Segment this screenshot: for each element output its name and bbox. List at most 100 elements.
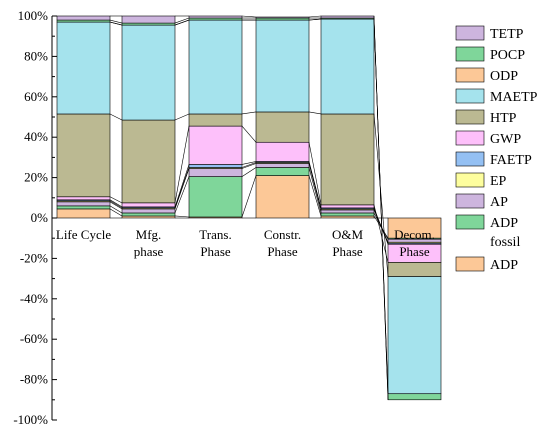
connector-line [109,205,123,214]
bar-segment-maetp-5 [387,276,442,395]
legend-label: AP [490,195,508,210]
connector-line [174,176,190,214]
connector-line [241,125,257,143]
y-tick-label: 100% [18,8,49,23]
category-label-line2: Phase [399,244,430,259]
connector-line [109,19,123,24]
legend-swatch [455,67,485,83]
legend-label: TETP [490,27,524,42]
legend-swatch [455,214,485,230]
y-tick-label: -60% [20,331,48,346]
connector-line [174,168,190,210]
connector-line [308,18,322,21]
bar-segment-tetp-4 [320,15,375,19]
legend-swatch [455,46,485,62]
legend-label-line2: fossil [490,235,520,250]
y-tick-label: 0% [31,210,49,225]
bar-segment-ap-2 [188,168,243,177]
bar-segment-pocp-5 [387,393,442,401]
connector-line [241,161,257,165]
legend-swatch [455,109,485,125]
connector-line [174,113,190,121]
connector-line [174,126,190,203]
bar-segment-htp-1 [121,119,176,204]
bar-segment-pocp-3 [255,17,310,21]
connector-line [174,167,190,208]
connector-line [109,113,123,121]
bar-segment-adp-fossil-2 [188,176,243,218]
connector-line [308,161,322,208]
y-tick-label: -20% [20,250,48,265]
bar-segment-adp-3 [255,175,310,219]
y-tick-label: 60% [24,89,48,104]
bar-segment-adp-fossil-1 [121,212,176,217]
bar-segment-adp-4 [320,215,375,219]
legend-label: POCP [490,48,525,63]
connector-line [373,113,389,277]
category-label: Mfg. [136,227,162,242]
category-label: Constr. [264,227,301,242]
bar-segment-maetp-4 [320,18,375,115]
connector-line [241,167,257,177]
bar-segment-adp-fossil-0 [56,205,111,210]
connector-line [109,201,123,210]
bar-segment-tetp-2 [188,15,243,19]
connector-line [241,175,257,218]
connector-line [241,111,257,115]
bar-segment-gwp-0 [56,196,111,201]
category-label-line2: phase [134,244,164,259]
category-label-line2: Phase [332,244,363,259]
y-tick-label: 40% [24,129,48,144]
legend-label: EP [490,174,507,189]
bar-segment-maetp-3 [255,19,310,113]
bar-segment-gwp-1 [121,202,176,208]
connector-line [174,17,190,24]
category-label-line2: Phase [200,244,231,259]
connector-line [308,175,322,217]
connector-line [308,167,322,214]
connector-line [308,142,322,205]
bar-segment-htp-3 [255,111,310,143]
bar-segment-tetp-3 [255,16,310,19]
bar-segment-pocp-1 [121,22,176,26]
category-label: Decom. [394,227,435,242]
bar-segment-ap-1 [121,208,176,214]
bars-layer [56,15,442,401]
y-tick-label: -100% [13,412,48,427]
y-tick-label: 20% [24,170,48,185]
bar-segment-htp-2 [188,113,243,127]
connector-line [241,15,257,18]
legend-swatch [455,130,485,146]
bar-segment-tetp-1 [121,15,176,24]
bar-segment-adp-fossil-3 [255,167,310,176]
connector-line [109,196,123,204]
legend-swatch [455,151,485,167]
connector-line [308,111,322,115]
legend-label: ADP [490,258,518,273]
y-axis: 100%80%60%40%20%0%-20%-40%-60%-80%-100% [13,8,57,427]
bar-segment-htp-4 [320,113,375,206]
bar-segment-gwp-2 [188,125,243,165]
bar-segment-adp-1 [121,215,176,219]
bar-segment-maetp-2 [188,19,243,115]
connector-line [109,199,123,208]
legend-swatch [455,193,485,209]
connector-line [109,200,123,209]
bar-segment-ap-4 [320,209,375,214]
bar-segment-adp-fossil-4 [320,212,375,217]
connector-line [109,208,123,217]
bar-segment-adp-0 [56,208,111,219]
connector-line [109,21,123,26]
connector-line [241,162,257,168]
connector-line [373,15,389,400]
legend-label: ODP [490,69,518,84]
bar-segment-tetp-0 [56,15,111,21]
legend-label: ADP [490,216,518,231]
category-label: Trans. [199,227,231,242]
legend-label: FAETP [490,153,532,168]
connector-line [241,163,257,169]
bar-segment-ap-3 [255,163,310,168]
category-label-line2: Phase [267,244,298,259]
